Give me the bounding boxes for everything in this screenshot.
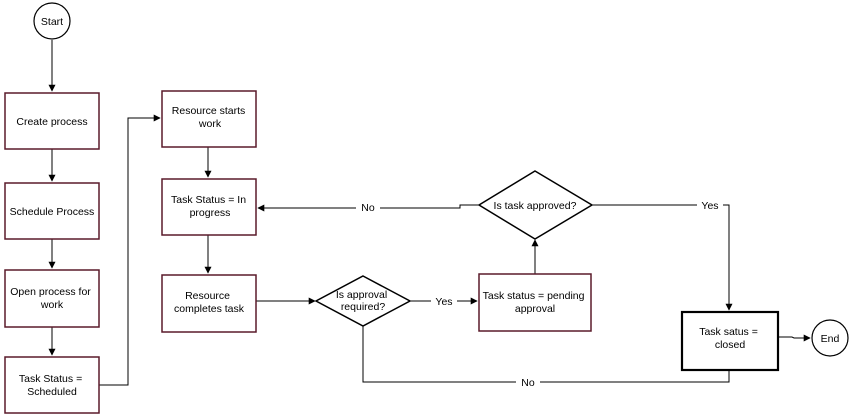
node-schedule-process-label: Schedule Process [10,206,95,218]
edge-label-approvalreq-no: No [521,377,535,389]
edge-scheduled-to-starts [99,114,161,386]
node-resource-starts-work-line-2: work [198,118,222,130]
node-open-process: Open process for work [4,269,100,328]
node-is-approval-required-line-1: Is approval [336,289,387,301]
node-create-process-label: Create process [16,116,87,128]
node-resource-completes-task-label: Resource completes task [174,290,245,315]
node-task-status-in-progress-line-2: progress [190,207,231,219]
edges [48,40,811,386]
edge-closed-to-end [778,334,811,342]
node-start-label: Start [41,16,63,28]
edge-label-approved-no: No [361,202,375,214]
node-end-label: End [821,333,840,345]
node-task-status-in-progress-line-1: Task Status = In [171,194,246,206]
node-start: Start [33,2,71,40]
node-resource-completes-task-line-1: Resource [185,290,230,302]
node-task-status-scheduled-line-1: Task Status = [19,373,82,385]
node-resource-starts-work-label: Resource starts work [172,105,248,130]
node-resource-completes-task-line-2: completes task [174,303,245,315]
node-open-process-line-1: Open process for [10,286,91,298]
edge-label-approved-yes: Yes [701,200,718,212]
node-resource-starts-work: Resource starts work [161,90,257,148]
node-task-status-pending-approval: Task status = pending approval [478,273,592,332]
node-create-process: Create process [4,92,100,150]
node-task-status-in-progress-label: Task Status = In progress [171,194,249,219]
node-task-status-closed: Task satus = closed [680,310,780,372]
node-task-status-pending-approval-line-2: approval [515,303,555,315]
edge-labels: No Yes Yes No [356,199,723,389]
node-open-process-line-2: work [40,299,64,311]
node-resource-starts-work-line-1: Resource starts [172,105,246,117]
node-open-process-label: Open process for work [10,286,93,311]
edge-approvalreq-no-to-closed [362,326,730,383]
node-is-approval-required-line-2: required? [341,301,386,313]
node-task-status-scheduled-label: Task Status = Scheduled [19,373,85,398]
edge-label-approvalreq-yes: Yes [435,296,452,308]
node-is-task-approved: Is task approved? [477,170,594,240]
node-task-status-closed-label: Task satus = closed [699,326,761,351]
node-task-status-closed-line-1: Task satus = [699,326,758,338]
node-task-status-scheduled: Task Status = Scheduled [4,356,100,414]
node-task-status-scheduled-line-2: Scheduled [27,386,77,398]
node-end: End [811,319,849,357]
node-task-status-pending-approval-line-1: Task status = pending [483,290,585,302]
node-task-status-pending-approval-label: Task status = pending approval [483,290,588,315]
node-schedule-process: Schedule Process [4,182,100,240]
node-is-task-approved-label: Is task approved? [494,200,577,212]
node-task-status-in-progress: Task Status = In progress [161,178,257,236]
node-is-approval-required: Is approval required? [314,275,412,327]
node-is-approval-required-label: Is approval required? [336,289,390,313]
edge-approved-yes-to-closed [592,204,733,311]
node-task-status-closed-line-2: closed [715,339,746,351]
node-resource-completes-task: Resource completes task [161,274,257,333]
